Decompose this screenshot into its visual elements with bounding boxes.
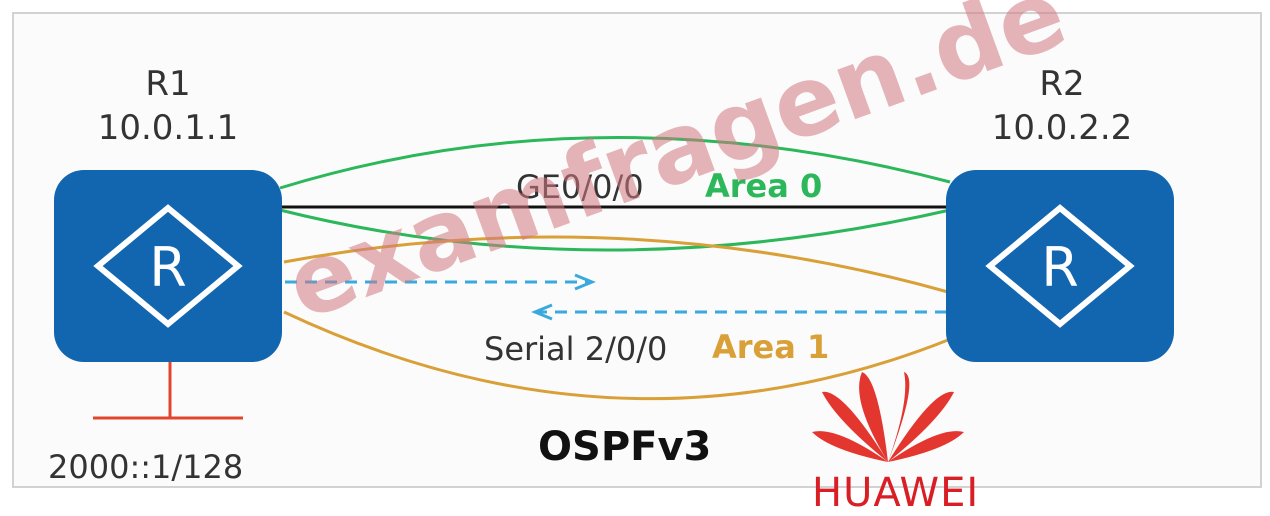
serial-arrow-down [531, 303, 553, 321]
router-r2-ip: 10.0.2.2 [991, 108, 1133, 148]
link-serial-interface: Serial 2/0/0 [484, 330, 668, 368]
area-1-boundary [283, 235, 949, 401]
router-r2-icon [946, 170, 1174, 362]
router-r2-name: R2 [1039, 64, 1085, 104]
protocol-title: OSPFv3 [538, 424, 712, 470]
area-0-boundary [279, 135, 951, 252]
router-r1-letter: R [149, 236, 187, 299]
router-r1-name: R1 [145, 64, 191, 104]
link-ge-interface: GE0/0/0 [516, 168, 644, 206]
link-serial-area: Area 1 [712, 328, 830, 366]
router-r2-letter: R [1041, 236, 1079, 299]
huawei-logo-text: HUAWEI [812, 470, 980, 516]
link-ge-area: Area 0 [705, 167, 823, 205]
loopback-address: 2000::1/128 [48, 448, 244, 486]
huawei-logo-icon [812, 372, 964, 462]
router-r1-ip: 10.0.1.1 [97, 108, 239, 148]
router-r1-icon [54, 170, 282, 362]
serial-arrow-up [574, 273, 596, 291]
topology-canvas: R R [54, 135, 1174, 462]
